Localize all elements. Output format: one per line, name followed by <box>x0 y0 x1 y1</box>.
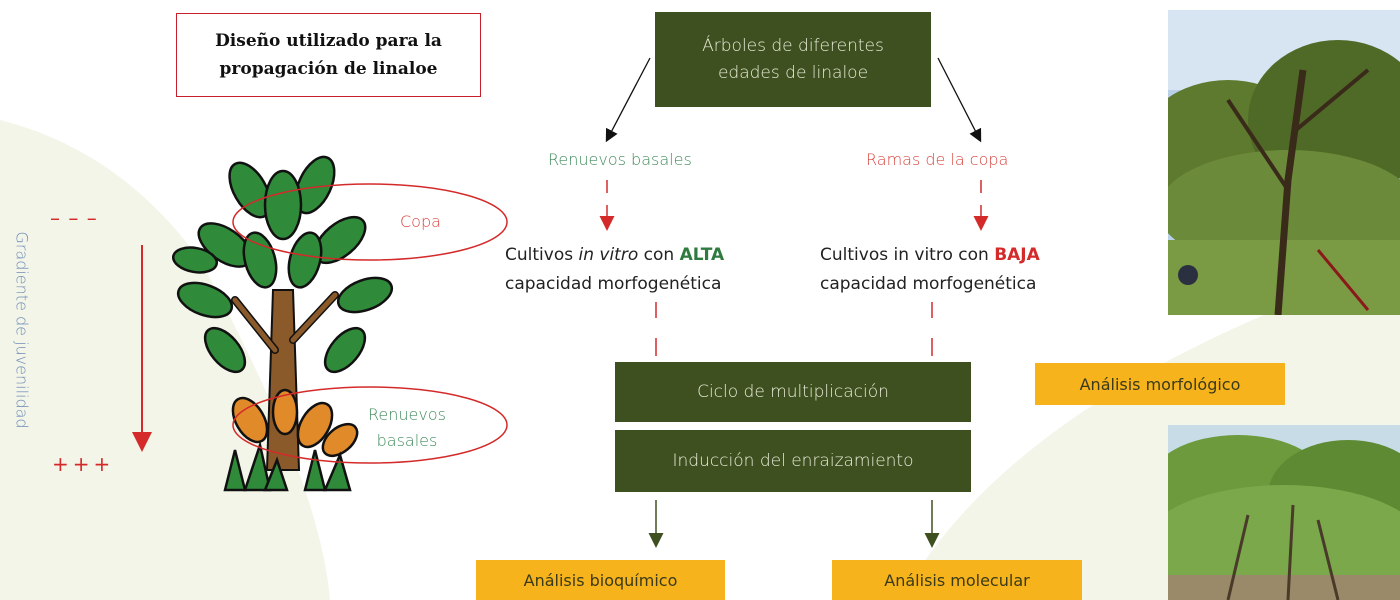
crown-ellipse <box>232 183 508 261</box>
branch-label-basal: Renuevos basales <box>548 150 692 169</box>
source-trees-box: Árboles de diferentes edades de linaloe <box>655 12 931 107</box>
basal-label-line1: Renuevos <box>368 405 446 424</box>
basal-ellipse <box>232 386 508 464</box>
culture-low-tag: BAJA <box>994 245 1040 265</box>
culture-low-prefix: Cultivos in vitro con <box>820 245 995 265</box>
adult-tree-photo <box>1168 10 1400 315</box>
culture-high-italic: in vitro <box>578 245 639 265</box>
culture-low-capacity: Cultivos in vitro con BAJA capacidad mor… <box>820 241 1040 299</box>
culture-high-prefix: Cultivos <box>505 245 579 265</box>
multiplication-cycle-box: Ciclo de multiplicación <box>615 362 971 422</box>
morphological-analysis-box: Análisis morfológico <box>1035 363 1285 405</box>
tree-illustration <box>171 155 394 492</box>
basal-label: Renuevos basales <box>368 402 446 454</box>
culture-high-middle: con <box>638 245 680 265</box>
source-trees-line2: edades de linaloe <box>717 62 869 83</box>
gradient-label: Gradiente de juvenilidad <box>12 231 32 429</box>
culture-high-tag: ALTA <box>679 245 725 265</box>
branch-label-crown: Ramas de la copa <box>866 150 1009 169</box>
molecular-analysis-box: Análisis molecular <box>832 560 1082 600</box>
gradient-low-marks: – – – <box>50 206 98 230</box>
crown-label: Copa <box>400 212 441 231</box>
arrow-to-crown <box>937 57 982 143</box>
diagram-title-line1: Diseño utilizado para la <box>215 31 442 51</box>
diagram-title-line2: propagación de linaloe <box>219 59 438 79</box>
culture-low-line2: capacidad morfogenética <box>820 274 1037 294</box>
biochemical-analysis-box: Análisis bioquímico <box>476 560 725 600</box>
source-trees-line1: Árboles de diferentes <box>702 35 884 56</box>
basal-label-line2: basales <box>376 431 438 450</box>
arrow-to-basal <box>605 57 651 143</box>
culture-high-capacity: Cultivos in vitro con ALTA capacidad mor… <box>505 241 724 299</box>
diagram-title-box: Diseño utilizado para la propagación de … <box>176 13 481 97</box>
gradient-high-marks: +++ <box>52 452 115 476</box>
culture-high-line2: capacidad morfogenética <box>505 274 722 294</box>
rooting-induction-box: Inducción del enraizamiento <box>615 430 971 492</box>
basal-sprouts-photo <box>1168 425 1400 600</box>
